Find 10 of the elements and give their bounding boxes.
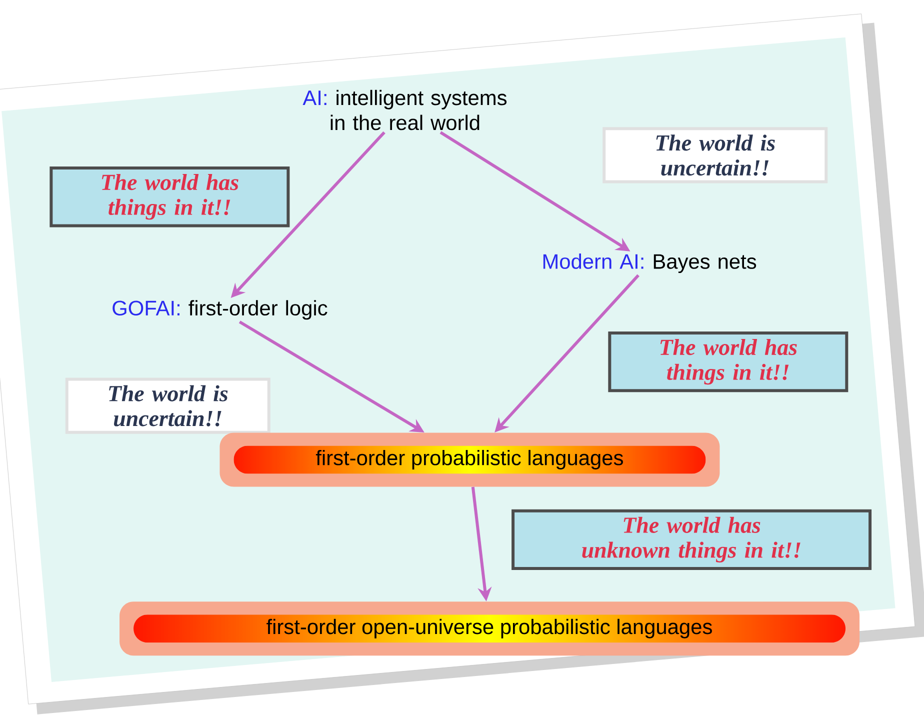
callout-box: The world has things in it!!	[608, 331, 848, 392]
callout-box: The world has things in it!!	[50, 166, 290, 228]
highlight-bar: first-order open-universe probabilistic languages	[120, 602, 860, 656]
concept-label: Modern AI: Bayes nets	[543, 254, 756, 274]
concept-label: GOFAI: first-order logic	[112, 300, 328, 320]
callout-box: The world is uncertain!!	[602, 127, 828, 184]
highlight-bar: first-order probabilistic languages	[220, 432, 720, 487]
callout-box: The world is uncertain!!	[65, 378, 270, 434]
callout-box: The world has unknown things in it!!	[512, 509, 872, 570]
concept-label: AI: intelligent systems in the real world	[302, 90, 507, 130]
